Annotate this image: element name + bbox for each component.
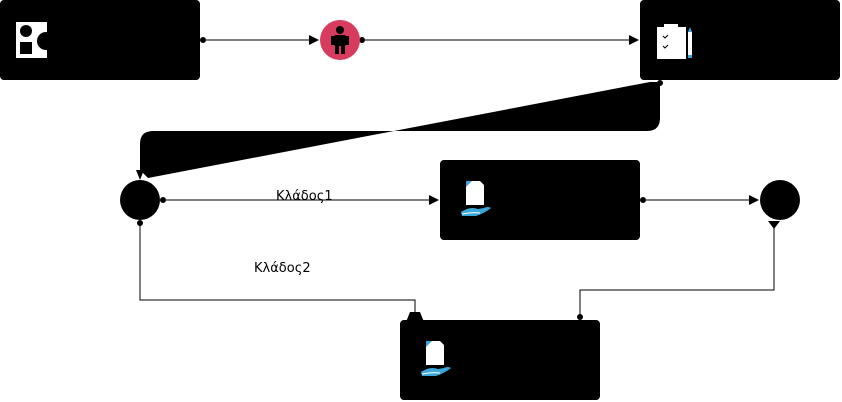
end-event-node[interactable] xyxy=(760,180,800,220)
edge-gateway-to-doc2[interactable] xyxy=(139,223,416,318)
checklist-task-node[interactable] xyxy=(640,0,840,80)
start-task-node[interactable] xyxy=(0,0,200,80)
edge-checklist-to-gateway[interactable] xyxy=(140,82,660,178)
edge-arrow-gateway xyxy=(136,170,144,180)
user-event-node[interactable] xyxy=(320,20,360,60)
edge-arrow-end xyxy=(768,221,780,229)
document-task-2-node[interactable] xyxy=(400,320,600,400)
edges xyxy=(136,35,780,322)
shapes-icon xyxy=(16,22,55,58)
document-hand-icon xyxy=(421,341,451,376)
gateway-node[interactable] xyxy=(120,180,160,220)
edge-start-dot xyxy=(200,37,206,43)
edge-doc2-to-end[interactable] xyxy=(579,225,775,317)
branch-label-2: Κλάδος2 xyxy=(254,261,311,276)
branch-label-1: Κλάδος1 xyxy=(276,189,333,204)
edge-user-dot xyxy=(359,37,365,43)
person-icon xyxy=(331,26,349,54)
edge-arrow-doc2 xyxy=(406,312,424,322)
document-hand-icon xyxy=(461,181,491,216)
clipboard-pencil-icon xyxy=(657,24,692,59)
document-task-1-node[interactable] xyxy=(440,160,640,240)
